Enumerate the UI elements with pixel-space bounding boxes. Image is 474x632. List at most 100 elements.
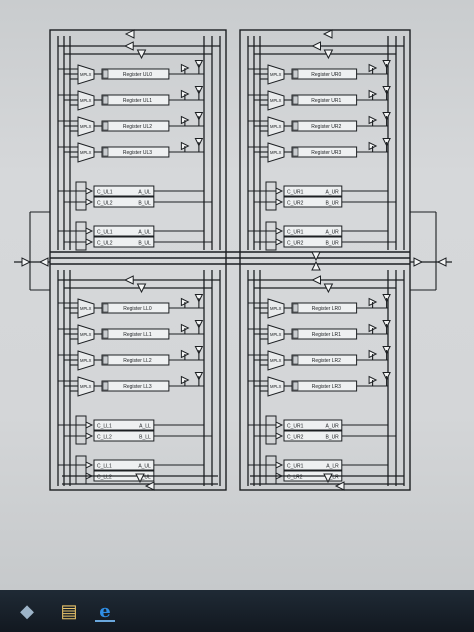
- mux-label: MPLX: [270, 306, 282, 311]
- active-app-indicator: [95, 620, 115, 622]
- operand-buffer-icon: [275, 238, 284, 246]
- register-enable-icon: [292, 147, 299, 157]
- operand-label-c: C_UR2: [287, 201, 304, 207]
- operand-label-ab: B_UL: [138, 475, 151, 481]
- multiplexer-icon: [77, 376, 95, 397]
- operand-label-ab: A_UR: [325, 230, 339, 236]
- operand-buffer-icon: [85, 187, 94, 195]
- bus-buffer-icon: [311, 275, 321, 285]
- left-io-buffer-icon: [38, 257, 49, 267]
- bus-buffer-icon: [323, 49, 334, 60]
- operand-select-box: [75, 455, 87, 485]
- multiplexer-icon: [77, 142, 95, 163]
- bottom-buffer-icon: [334, 481, 345, 491]
- register-label: Register LL2: [123, 358, 152, 364]
- multiplexer-icon: [267, 298, 285, 319]
- operand-label-ab: A_UR: [325, 424, 339, 430]
- left-io-buffer-icon: [21, 257, 32, 267]
- operand-label-c: C_UR1: [287, 190, 304, 196]
- mux-label: MPLX: [80, 124, 92, 129]
- register-label: Register UR2: [311, 124, 341, 130]
- operand-buffer-icon: [85, 432, 94, 440]
- file-explorer-icon[interactable]: ▤: [60, 600, 78, 621]
- register-enable-icon: [292, 69, 299, 79]
- register-label: Register LR0: [312, 306, 341, 312]
- operand-buffer-icon: [85, 461, 94, 469]
- windows-start-icon[interactable]: ◆: [20, 600, 34, 621]
- register-enable-icon: [102, 147, 109, 157]
- mux-label: MPLX: [270, 72, 282, 77]
- register-label: Register UR0: [311, 72, 341, 78]
- operand-label-c: C_LL2: [97, 475, 112, 481]
- mux-label: MPLX: [80, 332, 92, 337]
- register-label: Register LL0: [123, 306, 152, 312]
- internet-explorer-glyph: e: [99, 600, 111, 622]
- operand-label-ab: A_UL: [138, 190, 151, 196]
- operand-buffer-icon: [85, 198, 94, 206]
- register-enable-icon: [102, 355, 109, 365]
- bottom-buffer-icon: [144, 481, 155, 491]
- register-label: Register UL0: [123, 72, 152, 78]
- internet-explorer-icon[interactable]: e: [92, 598, 118, 624]
- top-buffer-icon: [124, 29, 135, 39]
- operand-label-ab: A_UL: [138, 464, 151, 470]
- operand-label-c: C_LL1: [97, 464, 112, 470]
- multiplexer-icon: [77, 350, 95, 371]
- left-panel-frame: [49, 29, 227, 491]
- mux-label: MPLX: [80, 72, 92, 77]
- right-panel-frame: [239, 29, 411, 491]
- bus-buffer-icon: [311, 41, 321, 51]
- operand-label-c: C_LL1: [97, 424, 112, 430]
- multiplexer-icon: [77, 64, 95, 85]
- operand-label-c: C_UR1: [287, 230, 304, 236]
- bus-buffer-icon: [124, 41, 134, 51]
- operand-label-c: C_UL1: [97, 190, 113, 196]
- operand-label-ab: A_UR: [325, 190, 339, 196]
- operand-label-ab: B_UL: [138, 201, 151, 207]
- operand-buffer-icon: [85, 227, 94, 235]
- register-enable-icon: [102, 69, 109, 79]
- bottom-buffer-icon: [135, 473, 145, 484]
- multiplexer-icon: [267, 142, 285, 163]
- mux-label: MPLX: [80, 358, 92, 363]
- operand-buffer-icon: [85, 421, 94, 429]
- windows-taskbar: ◆ ▤ e: [0, 590, 474, 632]
- operand-label-c: C_UL2: [97, 201, 113, 207]
- mux-label: MPLX: [270, 384, 282, 389]
- mux-label: MPLX: [270, 98, 282, 103]
- mux-label: MPLX: [80, 150, 92, 155]
- register-enable-icon: [102, 303, 109, 313]
- register-label: Register UL3: [123, 150, 152, 156]
- operand-label-c: C_UR2: [287, 435, 304, 441]
- register-enable-icon: [292, 95, 299, 105]
- operand-buffer-icon: [275, 461, 284, 469]
- multiplexer-icon: [77, 90, 95, 111]
- mux-label: MPLX: [80, 306, 92, 311]
- register-label: Register LR3: [312, 384, 341, 390]
- mux-label: MPLX: [270, 332, 282, 337]
- mux-label: MPLX: [270, 358, 282, 363]
- bottom-buffer-icon: [323, 473, 333, 484]
- bus-buffer-icon: [136, 49, 147, 60]
- operand-select-box: [265, 415, 277, 445]
- operand-label-c: C_UL2: [97, 241, 113, 247]
- operand-label-ab: B_UL: [138, 241, 151, 247]
- multiplexer-icon: [77, 298, 95, 319]
- operand-label-ab: B_UR: [325, 241, 339, 247]
- operand-buffer-icon: [275, 421, 284, 429]
- register-enable-icon: [292, 303, 299, 313]
- register-label: Register UL2: [123, 124, 152, 130]
- operand-label-ab: B_UR: [325, 435, 339, 441]
- register-enable-icon: [292, 381, 299, 391]
- bus-buffer-icon: [136, 283, 147, 294]
- operand-label-c: C_UR1: [287, 424, 304, 430]
- multiplexer-icon: [77, 116, 95, 137]
- mux-label: MPLX: [270, 124, 282, 129]
- central-buffer-icon: [311, 251, 321, 262]
- multiplexer-icon: [267, 116, 285, 137]
- operand-buffer-icon: [275, 227, 284, 235]
- operand-select-box: [265, 455, 277, 485]
- mux-label: MPLX: [80, 98, 92, 103]
